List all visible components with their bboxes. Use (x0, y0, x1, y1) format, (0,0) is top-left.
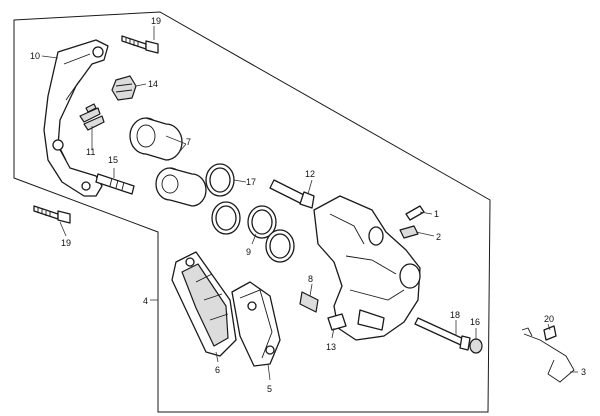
callout-19-bottom: 19 (61, 238, 71, 248)
seals-9 (247, 205, 295, 263)
screw-20 (543, 325, 557, 341)
leader-lines (41, 26, 578, 381)
pistons-7 (129, 117, 207, 207)
callout-15: 15 (108, 155, 118, 165)
pin-bolt-12 (269, 179, 315, 209)
shim-8 (299, 291, 319, 313)
pad-pin-18 (414, 317, 471, 351)
callout-2: 2 (436, 232, 441, 242)
boot-14 (111, 75, 137, 101)
callout-9: 9 (246, 247, 251, 257)
pin-15 (95, 173, 135, 195)
callout-19-top: 19 (151, 16, 161, 26)
callout-11: 11 (86, 147, 95, 157)
seals-17 (205, 163, 241, 235)
clips-11 (79, 103, 105, 131)
callout-16: 16 (470, 317, 480, 327)
callout-7: 7 (186, 137, 191, 147)
brake-pad-6 (171, 251, 237, 357)
callout-1: 1 (434, 209, 439, 219)
callout-13: 13 (326, 342, 336, 352)
callout-14: 14 (148, 79, 158, 89)
callout-18: 18 (450, 310, 460, 320)
plug-16 (469, 338, 483, 354)
callout-6: 6 (215, 365, 220, 375)
caliper-bracket (43, 39, 109, 197)
callout-4: 4 (143, 296, 148, 306)
callout-labels: 19 10 14 11 15 7 17 9 12 1 2 8 13 18 16 … (30, 16, 586, 394)
bleeder-13 (327, 313, 347, 331)
bolt-19-bottom (33, 205, 71, 224)
bolt-19-top (121, 35, 159, 54)
callout-12: 12 (305, 169, 315, 179)
callout-3: 3 (581, 367, 586, 377)
callout-8: 8 (308, 274, 313, 284)
callout-10: 10 (30, 51, 40, 61)
screw-1 (405, 205, 425, 221)
caliper-body (313, 195, 421, 341)
spring-3 (521, 327, 575, 383)
brake-pad-5 (231, 281, 281, 367)
assembly-frame (13, 11, 491, 413)
callout-5: 5 (267, 384, 272, 394)
callout-17: 17 (246, 177, 256, 187)
washer-2 (399, 225, 419, 239)
callout-20: 20 (544, 314, 554, 324)
